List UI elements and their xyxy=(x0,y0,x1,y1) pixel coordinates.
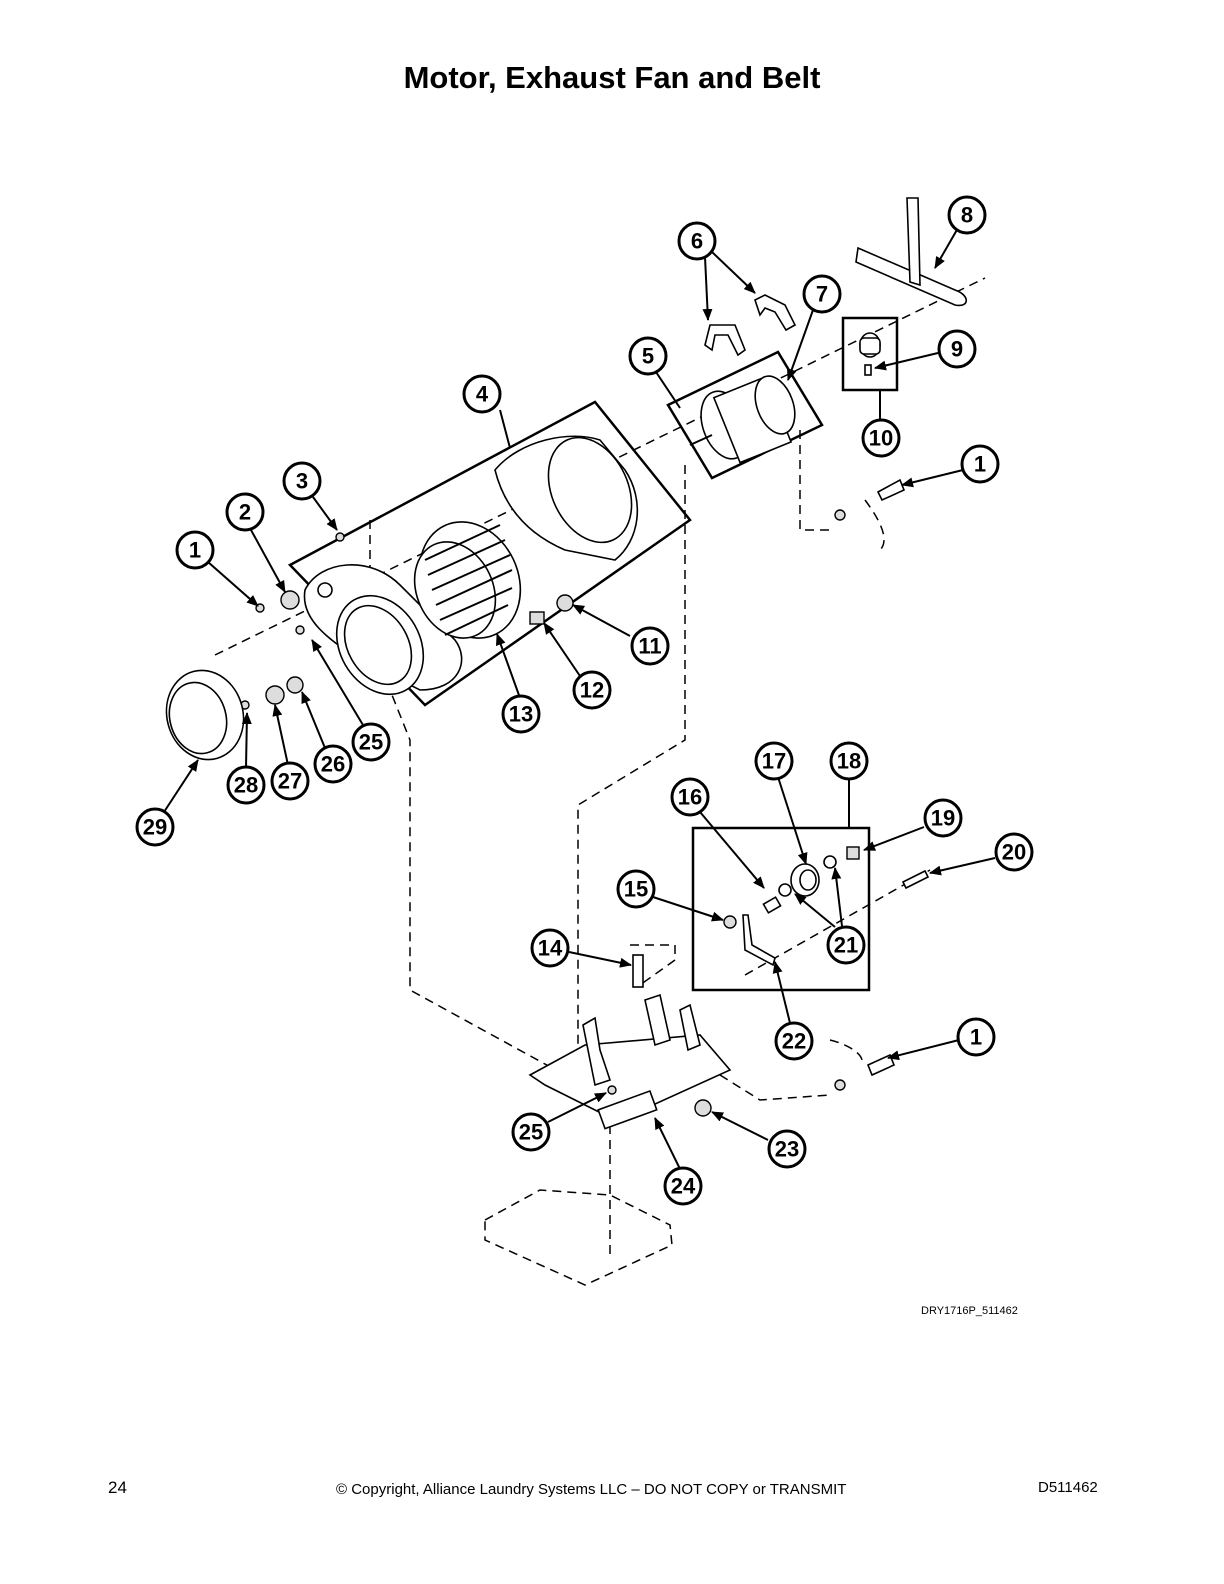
idler-bracket-base xyxy=(528,993,896,1130)
callout-21: 21 xyxy=(826,925,866,965)
callout-2: 2 xyxy=(225,492,265,532)
callout-25-b: 25 xyxy=(511,1112,551,1152)
svg-text:8: 8 xyxy=(961,203,973,228)
svg-text:20: 20 xyxy=(1002,840,1026,865)
svg-text:15: 15 xyxy=(624,877,648,902)
callout-11: 11 xyxy=(630,626,670,666)
svg-text:24: 24 xyxy=(671,1174,696,1199)
svg-text:12: 12 xyxy=(580,678,604,703)
callout-14: 14 xyxy=(530,928,570,968)
document-number: D511462 xyxy=(1038,1479,1098,1496)
drawing-code: DRY1716P_511462 xyxy=(921,1305,1018,1317)
svg-text:10: 10 xyxy=(869,426,893,451)
callout-20: 20 xyxy=(994,832,1034,872)
svg-text:18: 18 xyxy=(837,749,861,774)
drive-belt xyxy=(855,197,968,307)
svg-text:5: 5 xyxy=(642,344,654,369)
callout-4: 4 xyxy=(462,374,502,414)
svg-text:25: 25 xyxy=(519,1120,543,1145)
motor-clamps xyxy=(704,294,797,357)
svg-text:17: 17 xyxy=(762,749,786,774)
callout-29: 29 xyxy=(135,807,175,847)
callout-27: 27 xyxy=(270,761,310,801)
drive-motor xyxy=(689,375,796,464)
svg-text:26: 26 xyxy=(321,752,345,777)
exhaust-fan-wheel xyxy=(413,521,522,639)
callout-17: 17 xyxy=(754,741,794,781)
group-box-5 xyxy=(666,350,824,480)
callout-10: 10 xyxy=(861,418,901,458)
copyright-notice: © Copyright, Alliance Laundry Systems LL… xyxy=(336,1481,847,1498)
callout-16: 16 xyxy=(670,777,710,817)
callout-3: 3 xyxy=(282,461,322,501)
svg-text:16: 16 xyxy=(678,785,702,810)
svg-text:22: 22 xyxy=(782,1029,806,1054)
svg-text:1: 1 xyxy=(189,538,201,563)
callout-13: 13 xyxy=(501,694,541,734)
callout-22: 22 xyxy=(774,1021,814,1061)
svg-text:28: 28 xyxy=(234,773,258,798)
svg-text:3: 3 xyxy=(296,469,308,494)
callout-15: 15 xyxy=(616,869,656,909)
svg-text:7: 7 xyxy=(816,282,828,307)
svg-text:2: 2 xyxy=(239,500,251,525)
callout-23: 23 xyxy=(767,1129,807,1169)
group-box-10 xyxy=(841,316,899,423)
callout-1-b: 1 xyxy=(960,444,1000,484)
callout-1-a: 1 xyxy=(175,530,215,570)
svg-text:13: 13 xyxy=(509,702,533,727)
callout-25-a: 25 xyxy=(351,722,391,762)
callout-6: 6 xyxy=(677,221,717,261)
cabinet-base-outline xyxy=(484,1189,673,1286)
blower-housing xyxy=(494,435,639,561)
svg-text:14: 14 xyxy=(538,936,563,961)
svg-text:11: 11 xyxy=(638,634,661,659)
callout-18: 18 xyxy=(829,741,869,781)
callout-24: 24 xyxy=(663,1166,703,1206)
callout-12: 12 xyxy=(572,670,612,710)
callout-26: 26 xyxy=(313,744,353,784)
page-title: Motor, Exhaust Fan and Belt xyxy=(403,60,821,95)
callout-28: 28 xyxy=(226,765,266,805)
blower-housing-cover xyxy=(303,564,463,696)
svg-text:1: 1 xyxy=(974,452,986,477)
hardware-parts xyxy=(240,478,906,710)
idler-assembly-parts xyxy=(632,846,930,988)
svg-text:9: 9 xyxy=(951,337,963,362)
callout-7: 7 xyxy=(802,274,842,314)
svg-text:25: 25 xyxy=(359,730,383,755)
motor-pulley xyxy=(859,332,881,376)
svg-text:6: 6 xyxy=(691,229,703,254)
callout-19: 19 xyxy=(923,798,963,838)
callout-5: 5 xyxy=(628,336,668,376)
svg-text:21: 21 xyxy=(834,933,858,958)
svg-text:29: 29 xyxy=(143,815,167,840)
leader-lines xyxy=(163,227,996,1170)
svg-text:4: 4 xyxy=(476,382,489,407)
svg-text:19: 19 xyxy=(931,806,955,831)
callout-8: 8 xyxy=(947,195,987,235)
svg-text:1: 1 xyxy=(970,1025,982,1050)
svg-text:23: 23 xyxy=(775,1137,799,1162)
page-number: 24 xyxy=(108,1478,127,1497)
callout-9: 9 xyxy=(937,329,977,369)
drive-ring xyxy=(165,669,245,761)
callout-1-c: 1 xyxy=(956,1017,996,1057)
svg-text:27: 27 xyxy=(278,769,302,794)
